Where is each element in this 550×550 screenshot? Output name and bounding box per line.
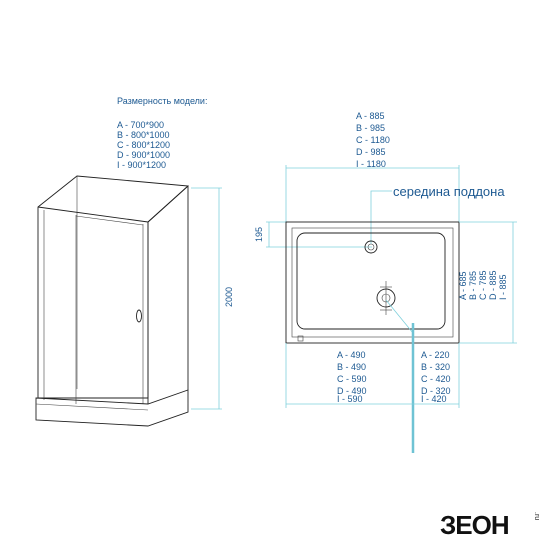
tray-foot — [297, 335, 304, 342]
depth-dimension: A - 685 B - 785 C - 785 D - 885 I - 885 — [458, 221, 517, 344]
model-item: B - 800*1000 — [117, 130, 170, 140]
depth-item: D - 885 — [488, 270, 498, 300]
logo-text: ЗЕОН — [440, 510, 509, 540]
logo-domain: .ru — [533, 512, 540, 520]
top-width-dimension: A - 885 B - 985 C - 1180 D - 985 I - 118… — [285, 111, 460, 222]
bottom-right-item: A - 220 — [421, 350, 450, 360]
cabin-outline — [37, 175, 190, 399]
height-label: 2000 — [224, 287, 234, 307]
top-width-item: I - 1180 — [356, 159, 386, 169]
model-item: I - 900*1200 — [117, 160, 166, 170]
models-list: A - 700*900 B - 800*1000 C - 800*1200 D … — [117, 120, 170, 170]
top-right-edge — [147, 185, 189, 223]
depth-item: C - 785 — [478, 270, 488, 300]
depth-item: B - 785 — [468, 271, 478, 300]
depth-item: I - 885 — [498, 274, 508, 300]
top-width-item: D - 985 — [356, 147, 386, 157]
top-width-item: C - 1180 — [356, 135, 390, 145]
door-handle — [136, 309, 142, 323]
top-width-item: A - 885 — [356, 111, 385, 121]
bottom-left-item: D - 490 — [337, 386, 367, 396]
bottom-left-item: A - 490 — [337, 350, 366, 360]
offset-dimension: 195 — [254, 221, 372, 248]
tray-outer — [285, 221, 460, 344]
tray-basin — [296, 232, 446, 330]
model-item: A - 700*900 — [117, 120, 164, 130]
drain-inner — [367, 243, 375, 251]
door-top-line — [75, 215, 144, 226]
bottom-left-item: I - 590 — [337, 394, 363, 404]
model-item: D - 900*1000 — [117, 150, 170, 160]
bottom-right-item: B - 320 — [421, 362, 450, 372]
tray-top-view — [285, 221, 460, 344]
bottom-right-item: D - 320 — [421, 386, 451, 396]
depth-item: A - 685 — [458, 271, 468, 300]
outlet-leader — [385, 299, 414, 334]
shower-tray — [35, 389, 189, 427]
zeon-logo: ЗЕОН .ru — [440, 510, 540, 540]
tray-rim — [35, 403, 149, 411]
bottom-right-item: I - 420 — [421, 394, 447, 404]
shower-cabin-drawing — [35, 175, 190, 427]
center-label: середина поддона — [393, 184, 505, 199]
height-dimension: 2000 — [191, 187, 234, 410]
model-item: C - 800*1200 — [117, 140, 170, 150]
models-heading: Размерность модели: — [117, 96, 207, 106]
bottom-right-item: C - 420 — [421, 374, 451, 384]
bottom-left-item: C - 590 — [337, 374, 367, 384]
bottom-dimensions: A - 490 B - 490 C - 590 D - 490 I - 590 … — [285, 343, 460, 408]
top-width-item: B - 985 — [356, 123, 385, 133]
bottom-left-item: B - 490 — [337, 362, 366, 372]
offset-label: 195 — [254, 227, 264, 242]
center-leader — [370, 190, 392, 244]
top-front-edge — [37, 206, 149, 223]
tray-inner — [291, 227, 454, 338]
drain-icon — [364, 240, 378, 254]
